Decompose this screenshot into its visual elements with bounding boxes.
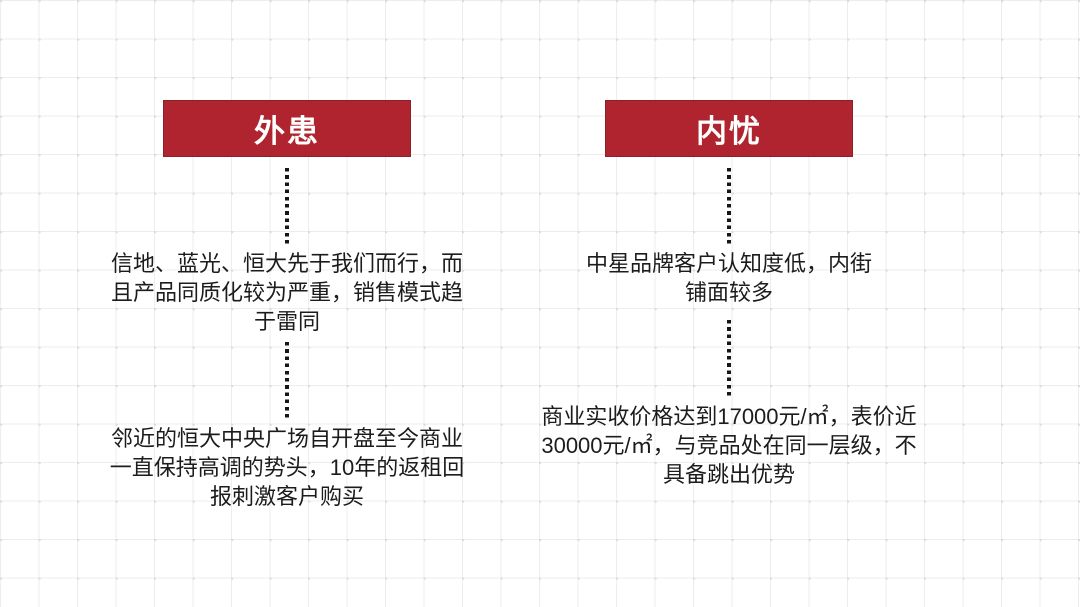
column-external-threat: 外患 信地、蓝光、恒大先于我们而行，而 且产品同质化较为严重，销售模式趋 于雷同…	[57, 100, 517, 511]
dotted-connector	[727, 320, 731, 396]
point-text-evergrande-plaza: 邻近的恒大中央广场自开盘至今商业 一直保持高调的势头，10年的返租回 报刺激客户…	[109, 426, 465, 509]
point-text-brand-awareness: 中星品牌客户认知度低，内街 铺面较多	[585, 251, 872, 305]
dotted-connector	[285, 342, 289, 418]
header-label-internal-worry: 内忧	[696, 114, 762, 149]
header-box-internal-worry: 内忧	[605, 100, 853, 157]
point-text-pricing-level: 商业实收价格达到17000元/㎡，表价近 30000元/㎡，与竞品处在同一层级，…	[541, 404, 917, 487]
header-box-external-threat: 外患	[163, 100, 411, 157]
header-label-external-threat: 外患	[254, 114, 320, 149]
column-internal-worry: 内忧 中星品牌客户认知度低，内街 铺面较多 商业实收价格达到17000元/㎡，表…	[499, 100, 959, 489]
dotted-connector	[285, 168, 289, 247]
point-text-competitors: 信地、蓝光、恒大先于我们而行，而 且产品同质化较为严重，销售模式趋 于雷同	[110, 251, 463, 334]
dotted-connector	[727, 168, 731, 247]
